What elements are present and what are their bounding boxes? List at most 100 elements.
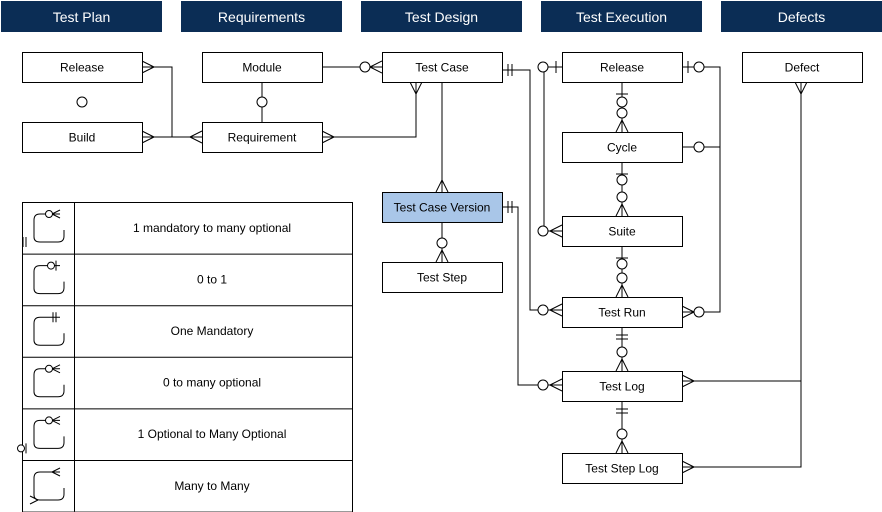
entity-defect-label: Defect — [785, 61, 820, 75]
legend-one-optional-to-many-optional-label: 1 Optional to Many Optional — [138, 427, 287, 441]
sym-testlog-left — [537, 378, 563, 392]
header-test-execution-bg — [541, 1, 702, 32]
entity-release-plan-label: Release — [60, 61, 104, 75]
legend-row-one-mandatory: One Mandatory — [22, 305, 352, 346]
entity-module[interactable]: Module — [202, 52, 323, 83]
sym-version-top — [435, 179, 449, 193]
entity-release-plan-box — [22, 52, 143, 83]
sym-version-right-bars — [507, 201, 513, 213]
link-release-build-requirement — [142, 66, 173, 137]
entity-test-step-box — [382, 262, 503, 293]
sym-step-top — [435, 237, 449, 263]
sym-testlog-bottom — [616, 408, 628, 414]
header-defects: Defects — [721, 1, 882, 32]
link-requirement-testcase — [322, 82, 417, 138]
sym-release-bottom — [616, 93, 628, 108]
entity-test-step-log-label: Test Step Log — [585, 462, 658, 476]
entity-suite[interactable]: Suite — [562, 216, 683, 247]
legend-row-one-mandatory-to-many-optional: 1 mandatory to many optional — [22, 209, 291, 247]
sym-build-crow — [141, 130, 155, 144]
sym-cycle-bottom — [616, 173, 628, 186]
entity-test-case-version-label: Test Case Version — [394, 201, 491, 215]
header-test-execution: Test Execution — [541, 1, 702, 32]
sym-requirement-right-crow — [321, 130, 335, 144]
sym-testcase-left — [359, 60, 383, 74]
entity-module-box — [202, 52, 323, 83]
legend-zero-to-one-label: 0 to 1 — [197, 272, 227, 286]
legend-many-to-many-icon — [29, 467, 65, 505]
entity-build-box — [22, 122, 143, 153]
entity-test-case-box — [382, 52, 503, 83]
entity-test-step-log-box — [562, 453, 683, 484]
sym-requirement-crow — [189, 130, 203, 144]
entity-defect-box — [742, 52, 863, 83]
sym-steplog-top — [615, 428, 629, 454]
entity-build-label: Build — [69, 131, 96, 145]
entity-build[interactable]: Build — [22, 122, 143, 153]
entity-suite-box — [562, 216, 683, 247]
legend-one-mandatory-icon — [33, 312, 65, 346]
legend-zero-to-one-icon — [33, 260, 65, 295]
sym-release-left — [537, 61, 557, 73]
legend-many-to-many-label: Many to Many — [174, 479, 249, 493]
legend-zero-to-many-optional-icon — [33, 364, 65, 398]
legend-row-zero-to-many-optional: 0 to many optional — [22, 356, 352, 398]
sym-cycle-top — [615, 107, 629, 133]
sym-testcase-right-bars — [507, 64, 513, 76]
legend-zero-to-many-optional-label: 0 to many optional — [163, 376, 261, 390]
header-test-design: Test Design — [361, 1, 522, 32]
link-version-testlog — [502, 206, 562, 386]
header-test-design-label: Test Design — [405, 9, 478, 25]
sym-defect-bottom — [794, 81, 808, 95]
entity-requirement[interactable]: Requirement — [202, 122, 323, 153]
entity-test-step[interactable]: Test Step — [382, 262, 503, 293]
sym-module-circle — [256, 96, 268, 108]
entity-release-exec-label: Release — [600, 61, 644, 75]
header-defects-bg — [721, 1, 882, 32]
sym-testrun-left — [537, 303, 563, 317]
entity-release-exec-box — [562, 52, 683, 83]
legend-one-mandatory-to-many-optional-icon — [22, 209, 65, 247]
header-test-execution-label: Test Execution — [576, 9, 667, 25]
header-requirements: Requirements — [181, 1, 342, 32]
header-test-plan-label: Test Plan — [53, 9, 111, 25]
sym-testrun-bottom — [616, 334, 628, 340]
legend-row-zero-to-one: 0 to 1 — [22, 253, 352, 295]
sym-testcase-bottom-crow — [409, 81, 423, 95]
entity-requirement-box — [202, 122, 323, 153]
sym-testlog-right — [681, 374, 695, 388]
entity-test-log-label: Test Log — [599, 380, 644, 394]
entity-release-plan[interactable]: Release — [22, 52, 143, 83]
entity-test-step-log[interactable]: Test Step Log — [562, 453, 683, 484]
header-test-plan-bg — [1, 1, 162, 32]
header-defects-label: Defects — [778, 9, 825, 25]
legend: 1 mandatory to many optional 0 to 1 One Ma… — [17, 202, 353, 512]
sym-cycle-right — [693, 141, 705, 153]
sym-release-circle — [76, 96, 88, 108]
entity-test-case-label: Test Case — [415, 61, 469, 75]
entity-module-label: Module — [242, 61, 282, 75]
link-testcase-testrun — [502, 69, 562, 311]
header-requirements-label: Requirements — [218, 9, 305, 25]
entity-test-log-box — [562, 371, 683, 402]
entity-cycle[interactable]: Cycle — [562, 132, 683, 163]
entity-requirement-label: Requirement — [228, 131, 297, 145]
link-steplog-defect — [682, 82, 802, 468]
link-release-testrun — [682, 66, 721, 313]
entity-defect[interactable]: Defect — [742, 52, 863, 83]
legend-row-many-to-many: Many to Many — [22, 460, 352, 505]
sym-suite-top — [615, 191, 629, 217]
sym-testrun-right — [681, 305, 705, 319]
entity-cycle-box — [562, 132, 683, 163]
header-requirements-bg — [181, 1, 342, 32]
entity-test-run[interactable]: Test Run — [562, 297, 683, 328]
entity-test-case[interactable]: Test Case — [382, 52, 503, 83]
cardinality-symbols — [76, 60, 808, 474]
entity-test-log[interactable]: Test Log — [562, 371, 683, 402]
entity-release-exec[interactable]: Release — [562, 52, 683, 83]
entity-test-case-version[interactable]: Test Case Version — [382, 192, 503, 223]
header-test-design-bg — [361, 1, 522, 32]
entity-test-run-label: Test Run — [598, 306, 645, 320]
